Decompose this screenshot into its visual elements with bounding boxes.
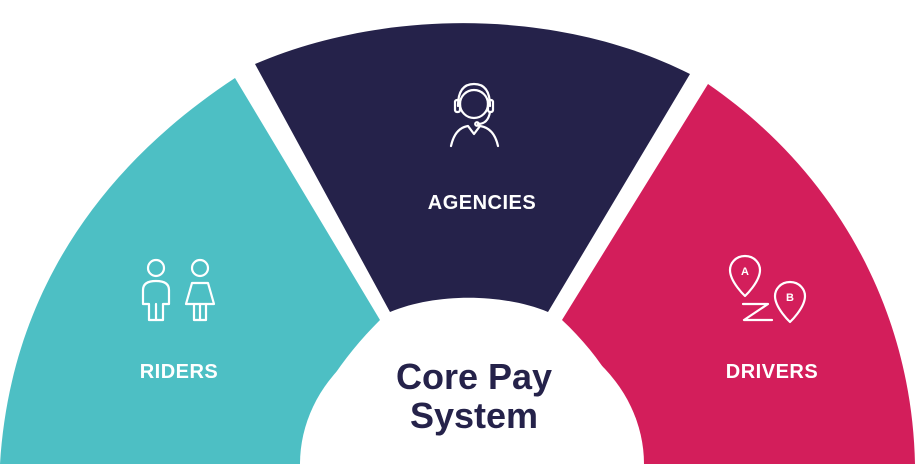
route-start-letter: A	[741, 266, 749, 278]
riders-icon	[141, 258, 216, 322]
center-circle	[300, 314, 644, 464]
riders-segment	[0, 78, 380, 464]
center-title-line1: Core Pay	[396, 356, 552, 397]
agencies-label: AGENCIES	[428, 192, 536, 214]
drivers-segment	[562, 84, 915, 464]
drivers-label: DRIVERS	[726, 361, 818, 383]
route-a-to-b-icon: A B	[728, 254, 807, 324]
center-title-line2: System	[410, 395, 538, 436]
route-end-letter: B	[786, 292, 794, 304]
riders-label: RIDERS	[140, 361, 219, 383]
headset-agent-icon	[449, 82, 500, 148]
agencies-segment	[255, 23, 690, 313]
